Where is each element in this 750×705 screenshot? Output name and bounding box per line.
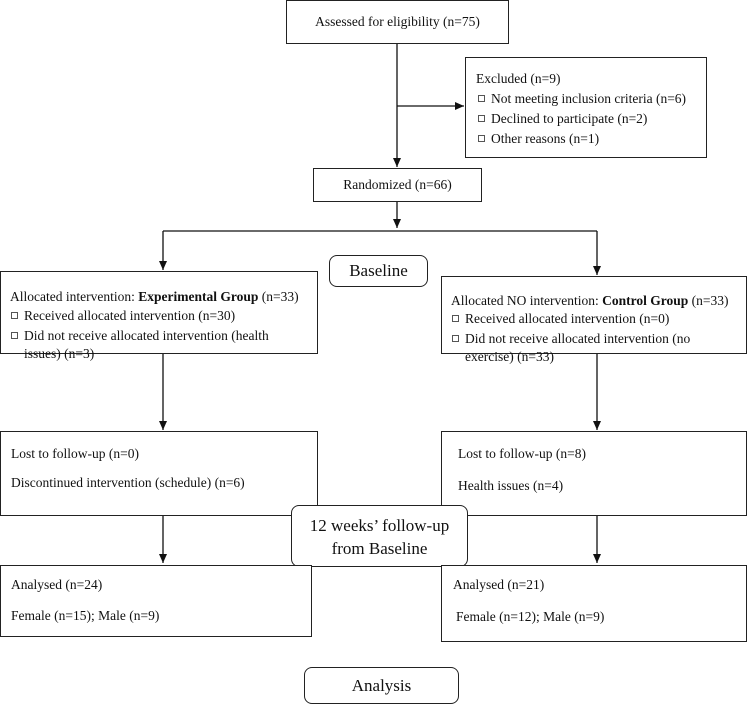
control-allocation-box: Allocated NO intervention: Control Group… [441, 276, 747, 364]
bullet-icon [452, 315, 459, 322]
control-not-received: Did not receive allocated intervention (… [452, 331, 690, 347]
experimental-allocation-title: Allocated intervention: Experimental Gro… [10, 289, 299, 304]
experimental-allocation-box: Allocated intervention: Experimental Gro… [0, 271, 318, 361]
control-followup-box: Lost to follow-up (n=8) Health issues (n… [441, 431, 747, 516]
randomized-label: Randomized (n=66) [343, 177, 452, 192]
experimental-followup-box: Lost to follow-up (n=0) Discontinued int… [0, 431, 318, 516]
excluded-box: Excluded (n=9) Not meeting inclusion cri… [465, 57, 707, 158]
assessed-box: Assessed for eligibility (n=75) [286, 0, 509, 44]
assessed-label: Assessed for eligibility (n=75) [315, 14, 480, 29]
excluded-title: Excluded (n=9) [476, 71, 561, 86]
experimental-lost: Lost to follow-up (n=0) [11, 446, 139, 461]
experimental-not-received-cont: issues) (n=3) [24, 346, 95, 361]
control-allocation-title: Allocated NO intervention: Control Group… [451, 293, 729, 308]
control-sex-breakdown: Female (n=12); Male (n=9) [456, 609, 605, 624]
experimental-received: Received allocated intervention (n=30) [11, 308, 235, 324]
control-received: Received allocated intervention (n=0) [452, 311, 669, 327]
excluded-reason-3: Other reasons (n=1) [478, 131, 599, 147]
bullet-icon [478, 95, 485, 102]
control-lost: Lost to follow-up (n=8) [458, 446, 586, 461]
analysis-stage-label: Analysis [304, 667, 459, 704]
control-not-received-cont: exercise) (n=33) [465, 349, 554, 364]
followup-stage-label: 12 weeks’ follow-up from Baseline [291, 505, 468, 567]
control-health-issues: Health issues (n=4) [458, 478, 564, 493]
bullet-icon [478, 115, 485, 122]
experimental-not-received: Did not receive allocated intervention (… [11, 328, 269, 344]
baseline-stage-label: Baseline [329, 255, 428, 287]
experimental-discontinued: Discontinued intervention (schedule) (n=… [11, 475, 245, 490]
bullet-icon [11, 332, 18, 339]
bullet-icon [478, 135, 485, 142]
excluded-reason-1: Not meeting inclusion criteria (n=6) [478, 91, 686, 107]
control-analysed: Analysed (n=21) [453, 577, 545, 592]
bullet-icon [452, 335, 459, 342]
randomized-box: Randomized (n=66) [313, 168, 482, 202]
bullet-icon [11, 312, 18, 319]
experimental-analysed-box: Analysed (n=24) Female (n=15); Male (n=9… [0, 565, 312, 637]
experimental-sex-breakdown: Female (n=15); Male (n=9) [11, 608, 160, 623]
excluded-reason-2: Declined to participate (n=2) [478, 111, 647, 127]
control-analysed-box: Analysed (n=21) Female (n=12); Male (n=9… [441, 565, 747, 642]
experimental-analysed: Analysed (n=24) [11, 577, 103, 592]
